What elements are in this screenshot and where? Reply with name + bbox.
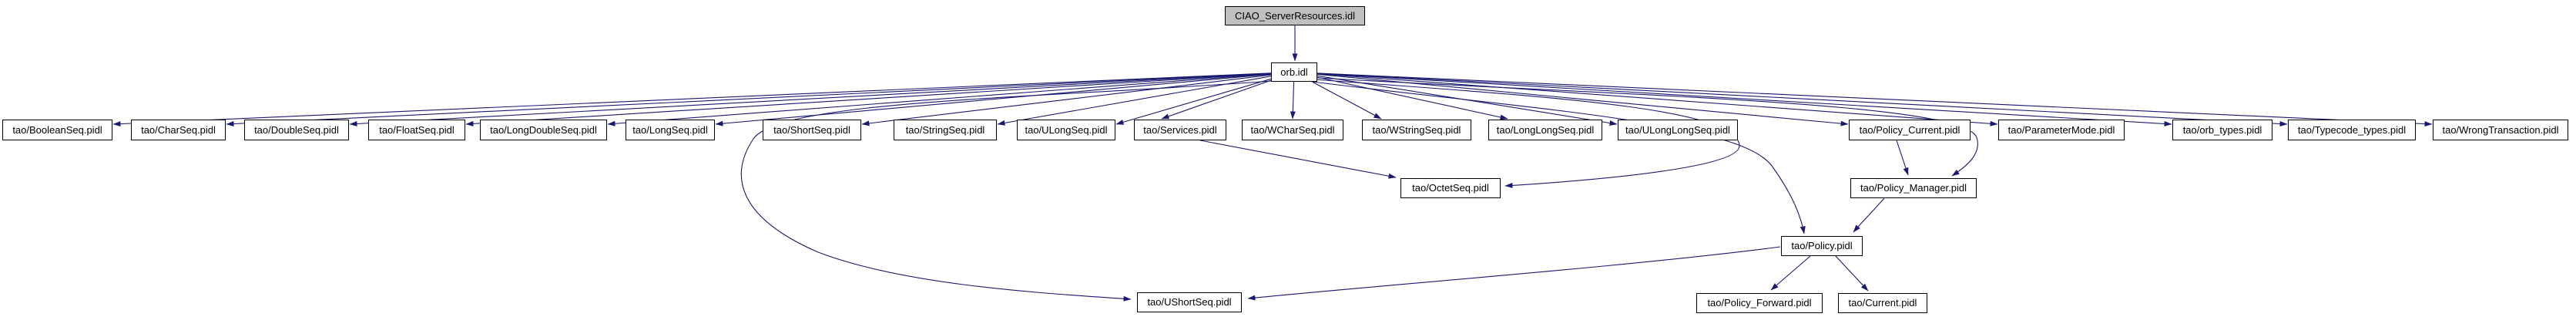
edge-orb-policycurrent bbox=[1317, 73, 1849, 126]
edge-orb-ulong bbox=[1115, 78, 1272, 125]
node-boolean[interactable]: tao/BooleanSeq.pidl bbox=[2, 120, 112, 140]
edge-policy-policyforward bbox=[1770, 255, 1811, 291]
node-ciao: CIAO_ServerResources.idl bbox=[1225, 6, 1365, 25]
node-long[interactable]: tao/LongSeq.pidl bbox=[626, 120, 715, 140]
edge-orb-string bbox=[997, 76, 1272, 126]
node-wrongtransaction[interactable]: tao/WrongTransaction.pidl bbox=[2433, 120, 2568, 140]
edge-policymanager-policy bbox=[1853, 197, 1885, 233]
edge-orb-longlong bbox=[1317, 76, 1508, 120]
node-ulonglong[interactable]: tao/ULongLongSeq.pidl bbox=[1618, 120, 1738, 140]
node-policy[interactable]: tao/Policy.pidl bbox=[1781, 236, 1863, 256]
node-services[interactable]: tao/Services.pidl bbox=[1134, 120, 1226, 140]
node-orb[interactable]: orb.idl bbox=[1271, 62, 1317, 82]
node-orbtypes[interactable]: tao/orb_types.pidl bbox=[2172, 120, 2272, 140]
node-policymanager[interactable]: tao/Policy_Manager.pidl bbox=[1850, 178, 1977, 198]
node-double[interactable]: tao/DoubleSeq.pidl bbox=[244, 120, 349, 140]
node-string[interactable]: tao/StringSeq.pidl bbox=[894, 120, 997, 140]
edge-policy-current bbox=[1835, 255, 1869, 292]
edge-orb-short bbox=[861, 74, 1272, 126]
node-wstring[interactable]: tao/WStringSeq.pidl bbox=[1362, 120, 1471, 140]
node-char[interactable]: tao/CharSeq.pidl bbox=[131, 120, 226, 140]
edge-orb-typecodetypes bbox=[1317, 73, 2288, 126]
node-current[interactable]: tao/Current.pidl bbox=[1838, 293, 1927, 313]
edge-orb-longdouble bbox=[607, 73, 1272, 126]
edge-orb-boolean bbox=[112, 73, 1272, 127]
edge-orb-wstring bbox=[1312, 81, 1382, 120]
node-ulong[interactable]: tao/ULongSeq.pidl bbox=[1017, 120, 1115, 140]
edge-policycurrent-policymanager bbox=[1896, 140, 1909, 176]
edge-orb-wrongtransaction bbox=[1317, 73, 2433, 127]
node-short[interactable]: tao/ShortSeq.pidl bbox=[763, 120, 861, 140]
edge-orb-services bbox=[1161, 79, 1272, 120]
node-float[interactable]: tao/FloatSeq.pidl bbox=[368, 120, 465, 140]
edge-services-octet bbox=[1199, 140, 1397, 179]
edge-orb-double bbox=[349, 73, 1272, 126]
edge-orb-float bbox=[465, 73, 1272, 126]
edge-orb-ushort bbox=[740, 80, 1273, 302]
edge-orb-long bbox=[715, 73, 1272, 126]
edge-orb-ulonglong bbox=[1317, 75, 1618, 126]
node-octet[interactable]: tao/OctetSeq.pidl bbox=[1400, 178, 1501, 198]
edge-policy-ushort bbox=[1247, 246, 1781, 301]
node-policycurrent[interactable]: tao/Policy_Current.pidl bbox=[1849, 120, 1971, 140]
node-wchar[interactable]: tao/WCharSeq.pidl bbox=[1242, 120, 1343, 140]
node-typecodetypes[interactable]: tao/Typecode_types.pidl bbox=[2288, 120, 2416, 140]
node-parametermode[interactable]: tao/ParameterMode.pidl bbox=[1998, 120, 2125, 140]
node-longlong[interactable]: tao/LongLongSeq.pidl bbox=[1488, 120, 1602, 140]
edge-orb-policy bbox=[1312, 81, 1806, 234]
edge-orb-parametermode bbox=[1317, 73, 1998, 126]
edge-orb-orbtypes bbox=[1317, 73, 2172, 126]
node-longdouble[interactable]: tao/LongDoubleSeq.pidl bbox=[480, 120, 607, 140]
edge-orb-char bbox=[226, 73, 1272, 127]
node-ushort[interactable]: tao/UShortSeq.pidl bbox=[1137, 292, 1242, 312]
edge-orb-wchar bbox=[1290, 81, 1296, 120]
node-policyforward[interactable]: tao/Policy_Forward.pidl bbox=[1696, 293, 1823, 313]
